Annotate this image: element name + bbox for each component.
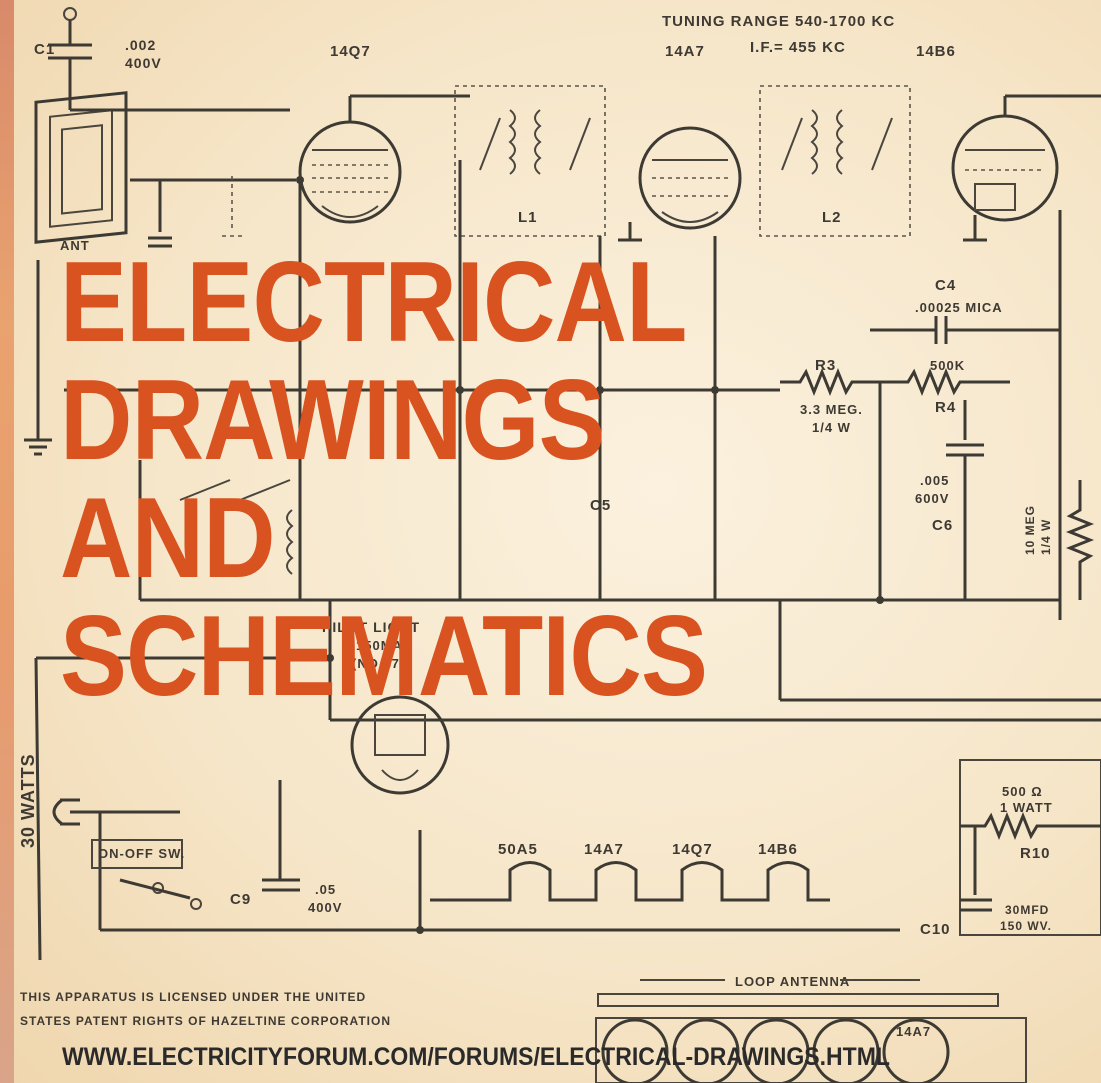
c10-voltage-label: 150 WV.	[1000, 919, 1052, 933]
r10-value-label: 500 Ω	[1002, 784, 1043, 799]
tube-v3-label: 14B6	[916, 43, 956, 60]
antenna-terminal	[63, 7, 77, 21]
heater-50a5-label: 50A5	[498, 841, 538, 858]
c6-label: C6	[932, 517, 953, 534]
watts-label: 30 WATTS	[18, 753, 38, 848]
tube-v1	[298, 120, 402, 224]
c4-label: C4	[935, 277, 956, 294]
tube-v2	[638, 126, 742, 230]
license-line-2: STATES PATENT RIGHTS OF HAZELTINE CORPOR…	[20, 1014, 391, 1028]
tube-v2-label: 14A7	[665, 43, 705, 60]
headline-line-2: DRAWINGS	[60, 357, 606, 484]
headline: ELECTRICAL DRAWINGS AND SCHEMATICS	[60, 239, 708, 720]
headline-line-4: SCHEMATICS	[60, 593, 708, 720]
if-transformer-l1	[454, 85, 606, 237]
left-edge-strip	[0, 0, 14, 1083]
l1-label: L1	[518, 209, 538, 226]
footer-url: WWW.ELECTRICITYFORUM.COM/FORUMS/ELECTRIC…	[62, 1043, 890, 1071]
headline-line-3: AND	[60, 475, 276, 602]
if-frequency-label: I.F.= 455 KC	[750, 39, 846, 56]
r4-value-label: 500K	[930, 358, 965, 373]
r3-value-label: 3.3 MEG.	[800, 402, 863, 417]
on-off-switch-lever	[119, 878, 191, 900]
r5-watts-label: 1/4 W	[1039, 519, 1053, 555]
c10-value-label: 30MFD	[1005, 903, 1049, 917]
loop-antenna-coil	[34, 91, 128, 244]
on-off-switch-label: ON-OFF SW.	[98, 846, 185, 861]
r3-label: R3	[815, 357, 836, 374]
layout-tube-4	[812, 1018, 880, 1083]
layout-tube-2	[672, 1018, 740, 1083]
c6-value-label: .005	[920, 473, 949, 488]
loop-antenna-label: LOOP ANTENNA	[735, 974, 850, 989]
c6-voltage-label: 600V	[915, 491, 949, 506]
switch-contact-b	[190, 898, 202, 910]
if-transformer-l2	[759, 85, 911, 237]
pilot-number-label: (NO 47)	[352, 656, 405, 671]
c9-label: C9	[230, 891, 251, 908]
r3-resistor	[780, 367, 885, 397]
headline-line-1: ELECTRICAL	[60, 239, 687, 366]
power-plug	[52, 798, 63, 826]
r10-label: R10	[1020, 845, 1051, 862]
pilot-light-label: PILOT LIGHT	[322, 619, 420, 635]
r4-potentiometer	[885, 367, 1010, 397]
c1-value-label: .002	[125, 37, 156, 53]
r5-resistor	[1065, 480, 1095, 600]
license-line-1: THIS APPARATUS IS LICENSED UNDER THE UNI…	[20, 990, 366, 1004]
c9-value-label: .05	[315, 882, 336, 897]
chassis-layout	[595, 1017, 1027, 1083]
layout-tube-1	[601, 1018, 669, 1083]
c4-value-label: .00025 MICA	[915, 300, 1003, 315]
r3-watts-label: 1/4 W	[812, 420, 851, 435]
r5-value-label: 10 MEG	[1023, 505, 1037, 555]
pilot-rating-label: 150MA	[356, 638, 403, 653]
tuning-range-label: TUNING RANGE 540-1700 KC	[662, 13, 895, 30]
c1-voltage-label: 400V	[125, 55, 162, 71]
heater-string	[430, 861, 830, 902]
heater-14a7-label: 14A7	[584, 841, 624, 858]
r4-label: R4	[935, 399, 956, 416]
c10-label: C10	[920, 921, 951, 938]
layout-tube-label: 14A7	[896, 1024, 931, 1039]
layout-tube-3	[742, 1018, 810, 1083]
tube-50a5	[350, 695, 450, 795]
oscillator-coil	[286, 509, 294, 575]
r10-watts-label: 1 WATT	[1000, 800, 1053, 815]
ant-label: ANT	[60, 238, 90, 253]
heater-14b6-label: 14B6	[758, 841, 798, 858]
r10-resistor	[960, 811, 1101, 841]
c9-voltage-label: 400V	[308, 900, 342, 915]
heater-14q7-label: 14Q7	[672, 841, 713, 858]
tube-v1-label: 14Q7	[330, 43, 371, 60]
l2-label: L2	[822, 209, 842, 226]
c5-label: C5	[590, 497, 611, 514]
layout-tube-5	[882, 1018, 950, 1083]
tube-v3	[951, 114, 1059, 222]
